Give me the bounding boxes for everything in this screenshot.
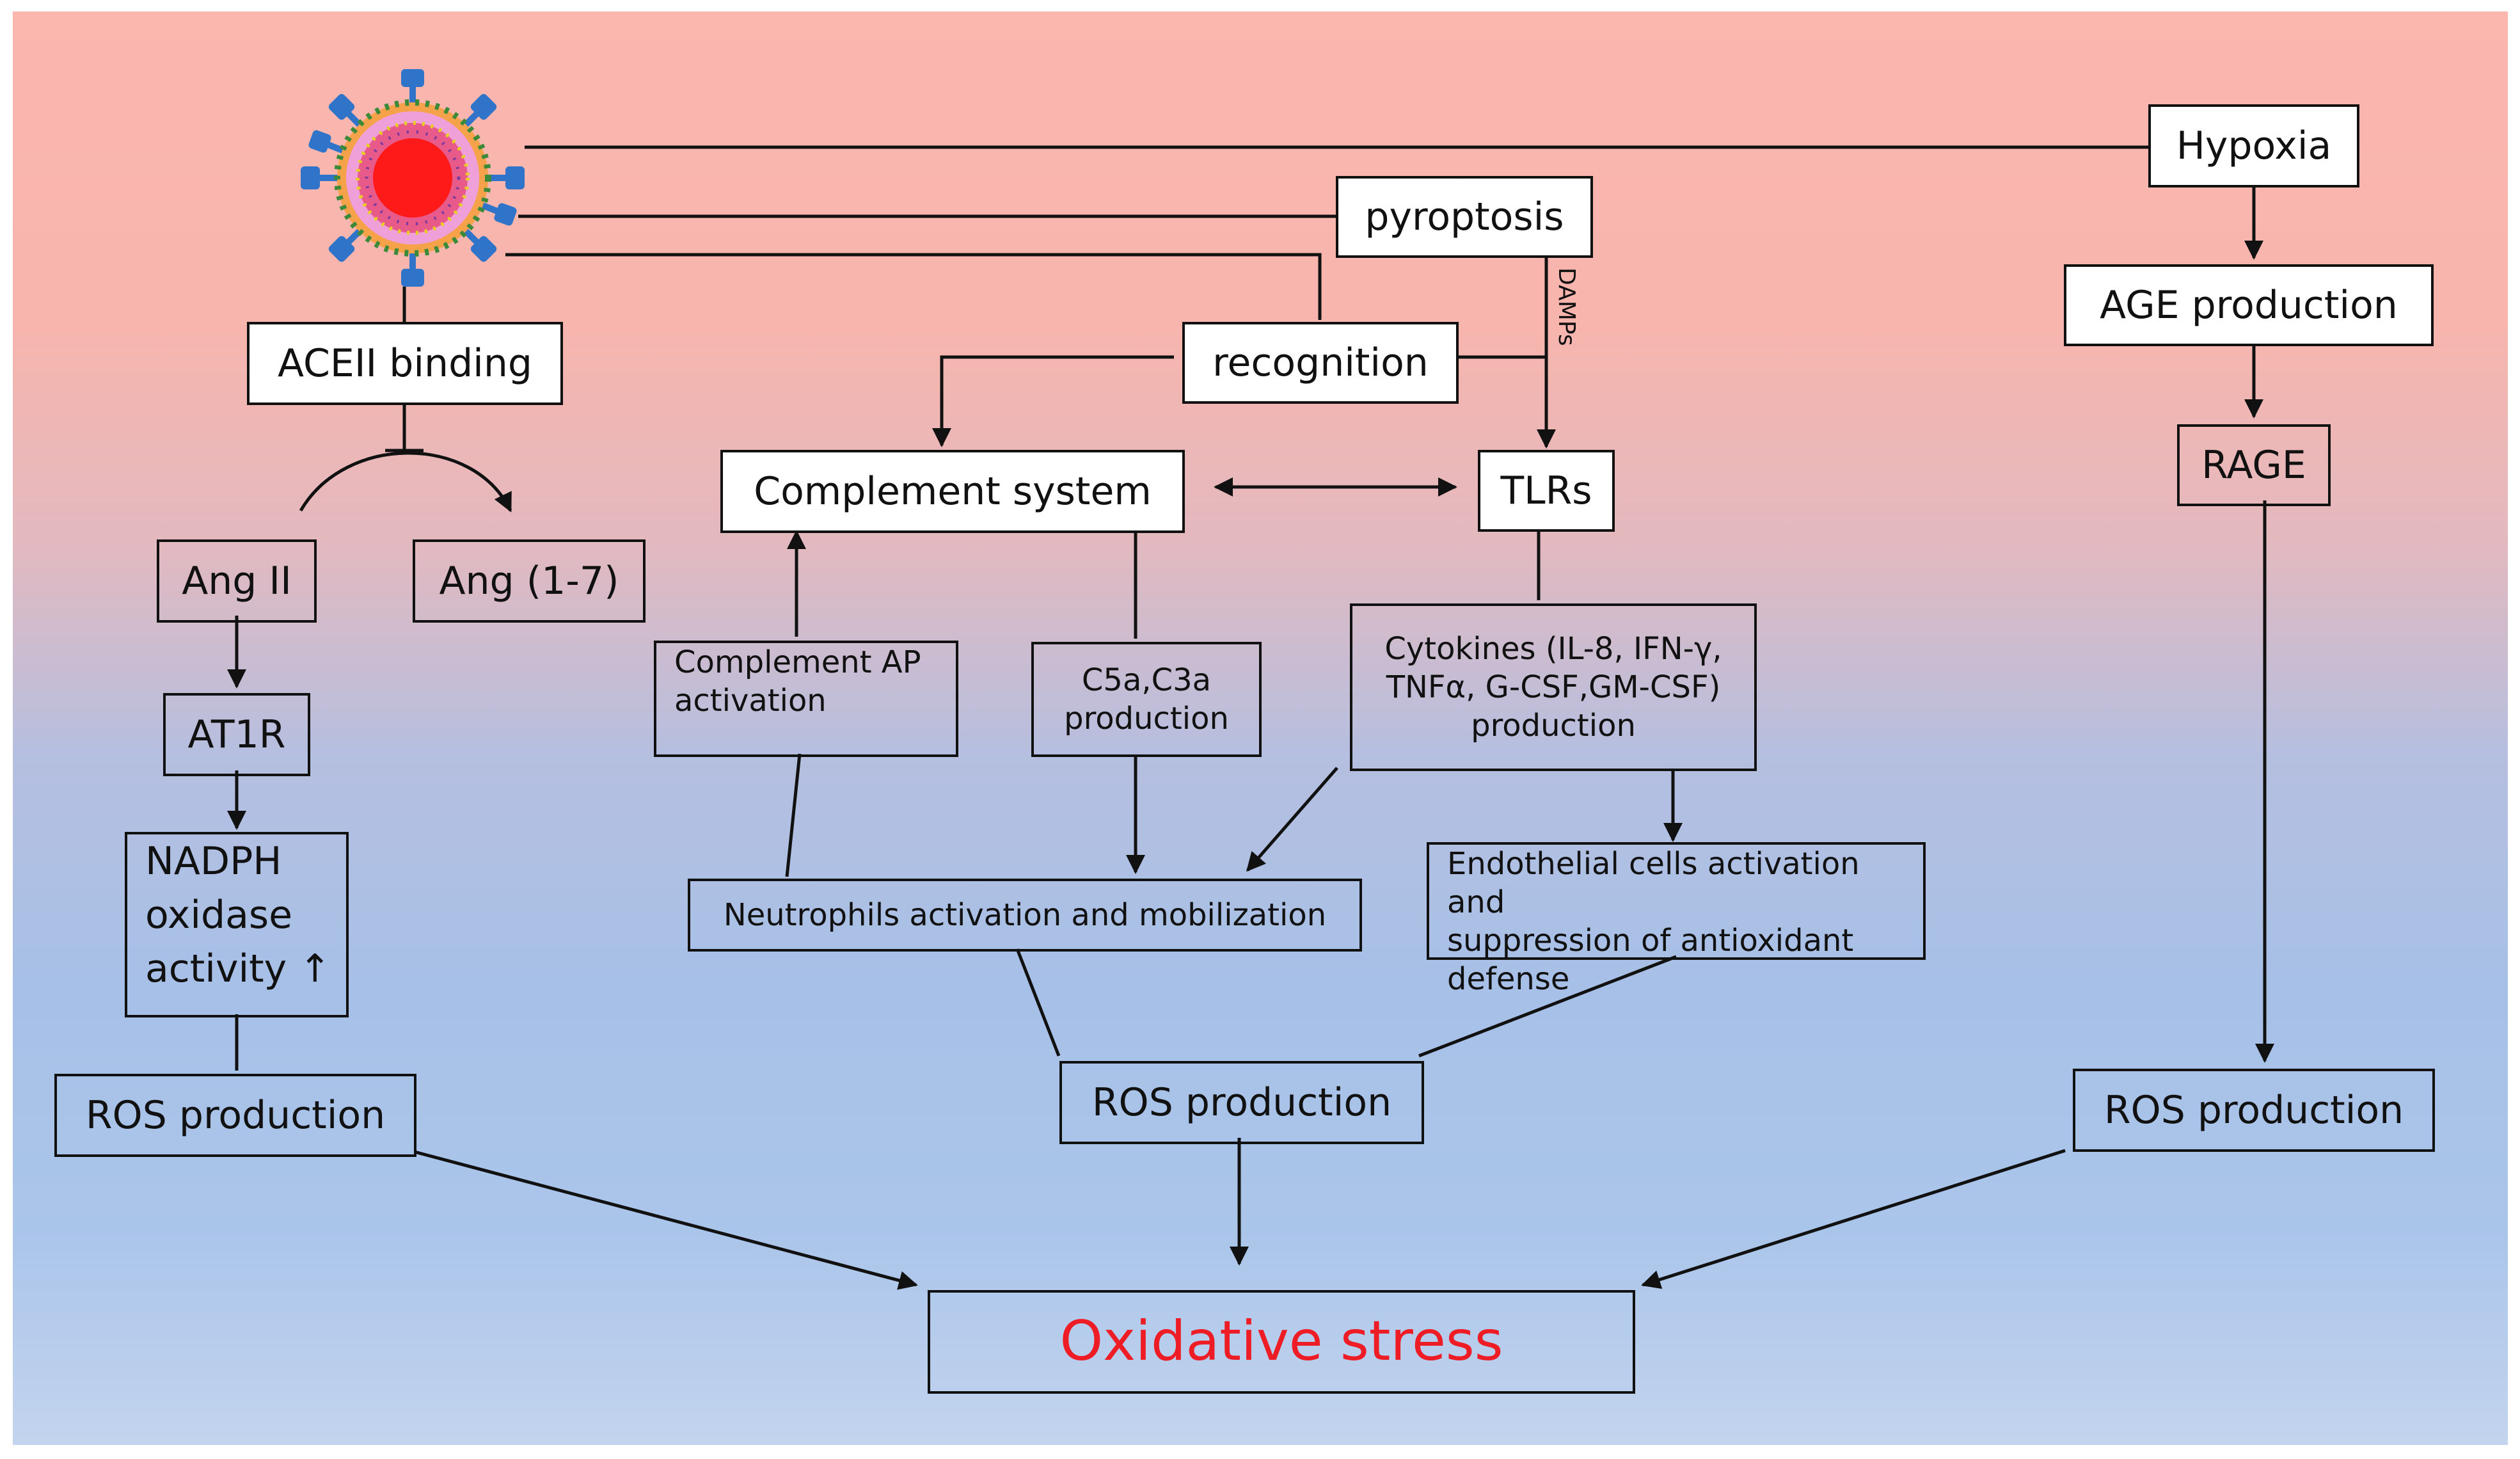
endothelial-line-1: Endothelial cells activation and [1447, 846, 1860, 920]
ros-production-left: ROS production [54, 1074, 416, 1157]
damps-label: DAMPs [1553, 267, 1580, 346]
cytokines-line-1: Cytokines (IL-8, IFN-γ, [1384, 631, 1722, 667]
complement-ap-activation-node: Complement AP activation [654, 641, 958, 757]
rage-node: RAGE [2177, 424, 2331, 506]
endothelial-line-2: suppression of antioxidant defense [1447, 923, 1854, 997]
edge-recognition-complement [932, 355, 1174, 447]
ang-1-7-node: Ang (1-7) [413, 539, 646, 623]
nadph-line-1: NADPH [145, 839, 282, 884]
nadph-line-3: activity ↑ [145, 946, 331, 991]
edge-cytokines-neutrophils [1246, 767, 1338, 872]
tlrs-node: TLRs [1478, 450, 1615, 532]
c5a-line-2: production [1064, 701, 1229, 737]
edge-virus-recognition [505, 253, 1322, 320]
neutrophils-activation-node: Neutrophils activation and mobilization [688, 879, 1362, 952]
age-production-node: AGE production [2064, 264, 2434, 346]
edge-neutrophils-ap [785, 753, 802, 877]
cytokines-production-node: Cytokines (IL-8, IFN-γ, TNFα, G-CSF,GM-C… [1350, 603, 1757, 771]
oxidative-stress-node: Oxidative stress [928, 1290, 1635, 1394]
ros-production-right: ROS production [2073, 1069, 2435, 1152]
endothelial-cells-node: Endothelial cells activation and suppres… [1427, 842, 1926, 997]
pyroptosis-node: pyroptosis [1336, 176, 1593, 258]
c5a-c3a-production-node: C5a,C3a production [1031, 642, 1262, 757]
cytokines-line-3: production [1471, 708, 1636, 744]
edge-ros-right-oxidative [1641, 1149, 2066, 1289]
connector-layer [227, 145, 2274, 1290]
diagram-panel: Hypoxia pyroptosis DAMPs AGE production … [13, 12, 2508, 1445]
ang-ii-node: Ang II [157, 539, 317, 623]
at1r-node: AT1R [163, 693, 310, 776]
complement-ap-line-1: Complement AP [674, 644, 921, 680]
complement-ap-line-2: activation [674, 683, 827, 719]
ros-production-center: ROS production [1059, 1061, 1424, 1144]
nadph-oxidase-node: NADPH oxidase activity ↑ [125, 832, 349, 1017]
edge-ros-left-oxidative [414, 1150, 918, 1290]
edge-endothelial-ros [1418, 955, 1677, 1058]
recognition-node: recognition [1182, 322, 1459, 404]
aceii-binding-node: ACEII binding [247, 322, 563, 405]
c5a-line-1: C5a,C3a [1081, 662, 1212, 698]
edge-angii-ang17-arc [299, 451, 512, 513]
nadph-line-2: oxidase [145, 893, 293, 937]
coronavirus-icon [301, 69, 525, 287]
edge-neutrophils-ros [1015, 948, 1061, 1056]
complement-system-node: Complement system [720, 450, 1185, 533]
cytokines-line-2: TNFα, G-CSF,GM-CSF) [1386, 669, 1721, 705]
hypoxia-node: Hypoxia [2148, 104, 2359, 187]
